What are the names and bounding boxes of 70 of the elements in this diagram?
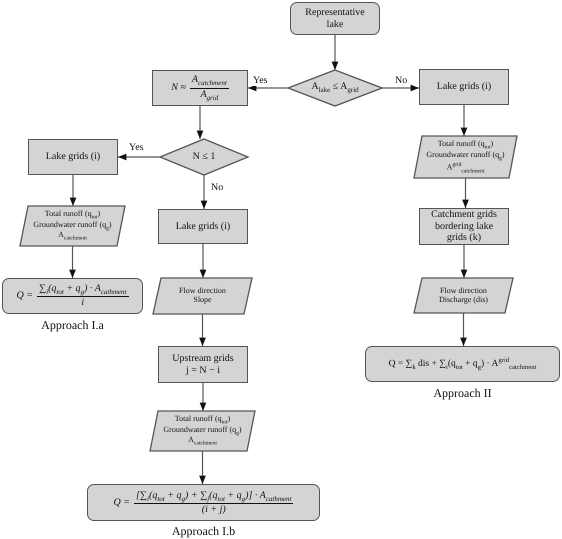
formula-box: [2, 278, 143, 314]
arrow: [460, 105, 468, 136]
arrow: [70, 175, 76, 206]
arrow: [382, 84, 419, 92]
formula-text: Q =: [16, 290, 33, 302]
node-text: j = N − i: [184, 364, 222, 376]
approach-caption: Approach I.a: [40, 318, 105, 333]
decision-diamond: [160, 139, 248, 175]
edge-label: Yes: [252, 75, 269, 86]
node-text: Total runoff (q$_{tot}$): [44, 210, 100, 221]
node-text: Representative lake: [304, 7, 366, 30]
node-text: Lake grids (i): [44, 151, 102, 163]
edge-label: Yes: [128, 142, 145, 153]
data-parallelogram: [150, 411, 255, 451]
process-box: [158, 209, 248, 244]
process-box: [28, 139, 118, 175]
arrow: [200, 383, 206, 411]
formula-text: N ≈: [171, 82, 186, 94]
formula-text: Q =: [114, 496, 130, 508]
process-box: [365, 346, 560, 382]
arrow: [69, 246, 76, 278]
node-text: Slope: [193, 296, 212, 305]
node-text: Total runoff (q$_{tot}$): [174, 414, 230, 426]
node-text: Groundwater runoff (q$_{g}$): [33, 220, 112, 232]
numerator-text: A$_{catchment}$: [190, 74, 229, 88]
node-text: Groundwater runoff (q$_{g}$): [426, 150, 505, 162]
formula-box: [152, 70, 248, 106]
edge-label: No: [394, 75, 408, 86]
arrow: [199, 451, 206, 484]
node-text: A$_{catchment}$: [58, 231, 87, 242]
node-text: Lake grids (i): [436, 81, 492, 93]
node-text: Total runoff (q$_{tot}$): [438, 140, 494, 151]
denominator-text: (i + j): [202, 504, 226, 516]
approach-caption: Approach II: [432, 386, 493, 401]
formula-box: [87, 484, 320, 521]
denominator-text: A$_{grid}$: [200, 88, 218, 102]
arrow: [200, 175, 208, 209]
arrow: [462, 178, 469, 208]
node-text: N ≤ 1: [192, 151, 216, 163]
edge-label: No: [210, 182, 224, 193]
approach-caption: Approach I.b: [170, 524, 236, 539]
node-text: Catchment grids bordering lake grids (k): [430, 209, 498, 244]
arrow: [248, 84, 288, 92]
node-text: Upstream grids: [171, 353, 235, 364]
process-box: [290, 2, 380, 35]
data-parallelogram: [414, 278, 513, 313]
denominator-text: i: [81, 297, 84, 309]
process-box: [419, 208, 509, 245]
decision-diamond: [288, 70, 382, 106]
arrow: [460, 313, 467, 346]
numerator-text: ∑$_{i}$(q$_{tot}$ + q$_{g}$) · A$_{cathment}$: [36, 283, 128, 298]
arrow: [460, 245, 468, 278]
process-box: [158, 346, 248, 383]
arrow: [332, 35, 338, 70]
node-text: Lake grids (i): [174, 220, 232, 232]
arrow: [199, 314, 206, 346]
node-text: A$_{catchment}$: [188, 436, 217, 448]
node-text: Flow direction: [179, 287, 226, 296]
data-parallelogram: [153, 278, 252, 314]
node-text: A$_{lake}$ ≤ A$_{grid}$: [310, 81, 360, 95]
arrow: [200, 244, 206, 278]
node-text: Groundwater runoff (q$_{g}$): [163, 426, 242, 436]
process-box: [419, 69, 509, 105]
data-parallelogram: [20, 206, 125, 246]
arrow: [118, 154, 160, 160]
node-text: Flow direction: [440, 286, 487, 296]
arrow: [196, 106, 204, 139]
node-text: Discharge (dis): [439, 296, 488, 304]
numerator-text: [∑$_{i}$(q$_{tot}$ + q$_{g}$) + ∑$_{j}$(q$_{tot}$ + q$_{g}$)] · A$_{cathment}$: [134, 490, 294, 504]
data-parallelogram: [414, 136, 517, 178]
